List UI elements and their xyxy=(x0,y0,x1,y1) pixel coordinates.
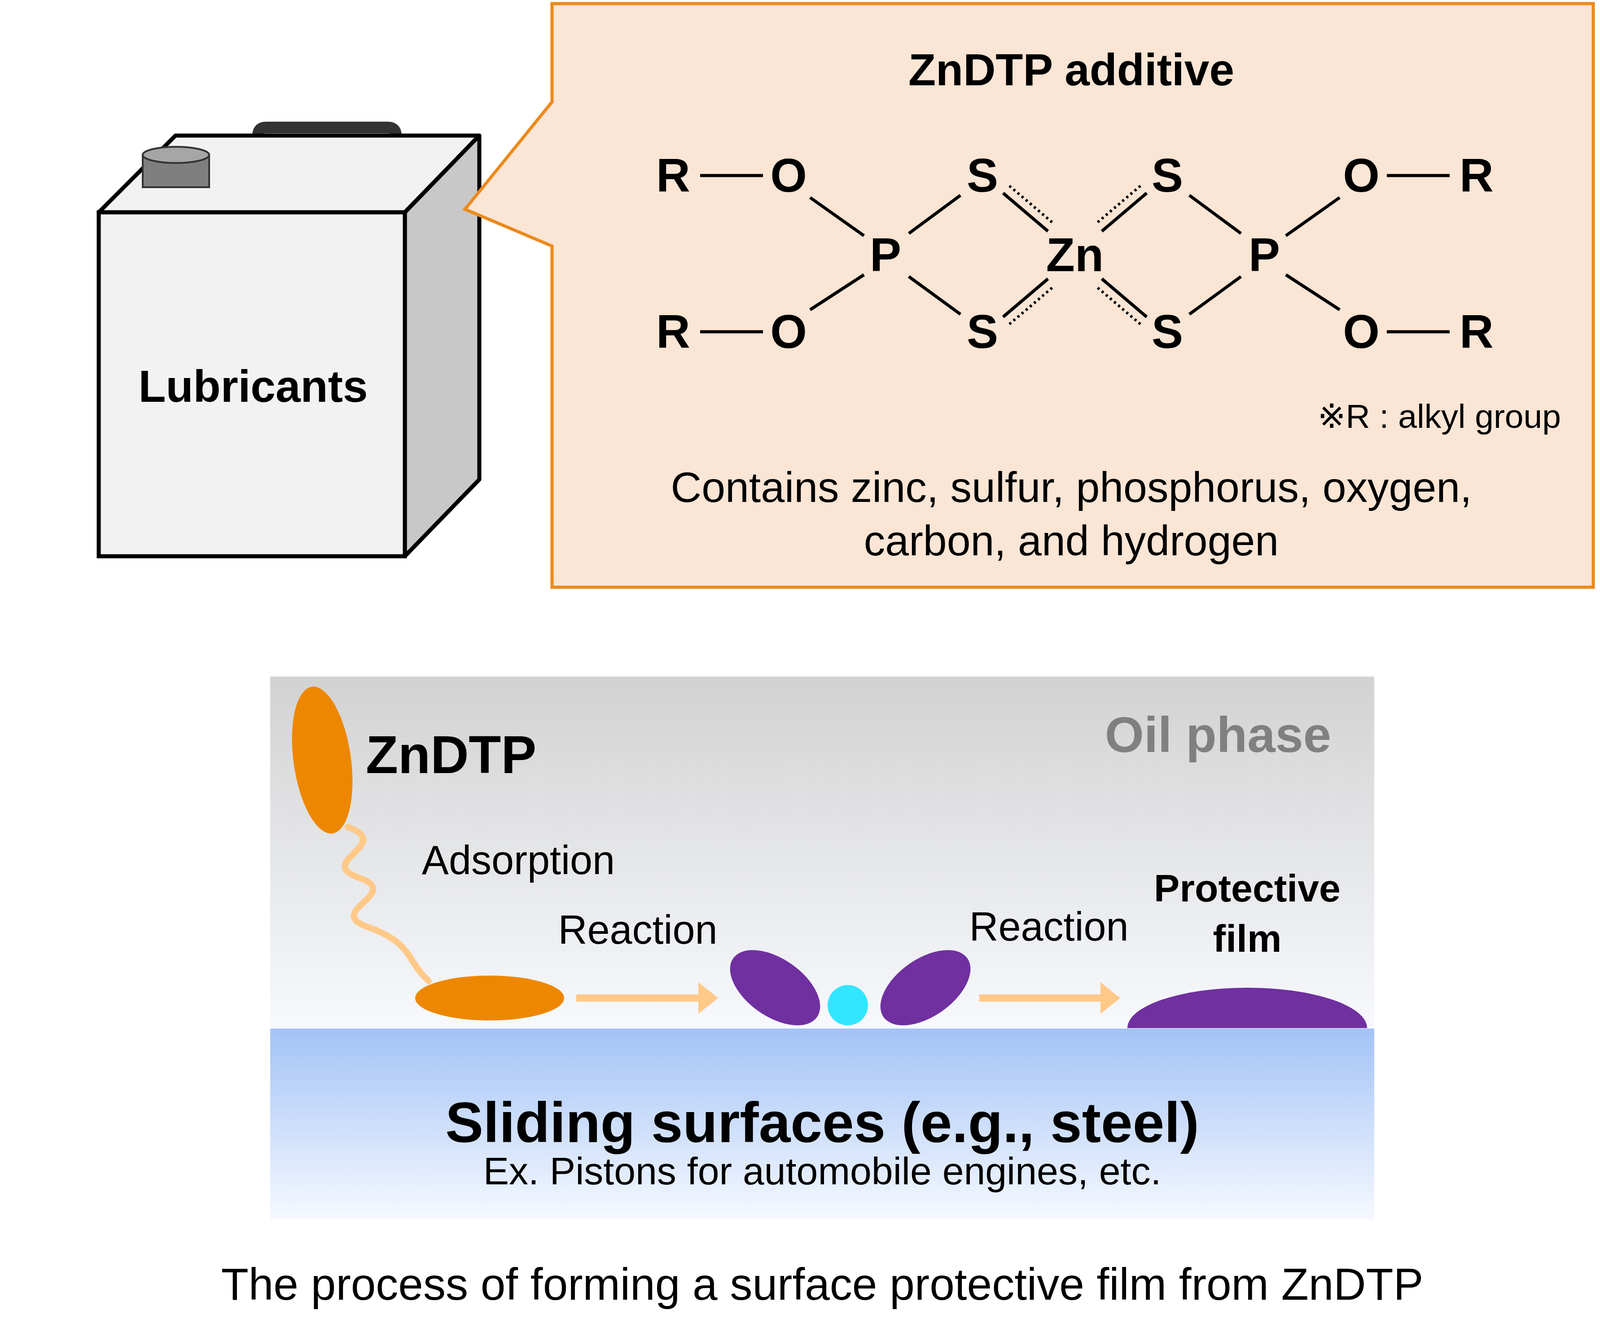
oil-phase-band xyxy=(270,676,1375,1029)
atom-symbol: S xyxy=(966,305,999,358)
can-side xyxy=(404,135,480,557)
chemical-bonds xyxy=(700,175,1450,332)
can-cap-top xyxy=(142,146,210,163)
bond-line xyxy=(1386,330,1450,334)
callout-box xyxy=(464,3,1594,588)
reaction-arrow xyxy=(576,981,719,1014)
bond-line xyxy=(1101,192,1147,232)
atom-symbol: R xyxy=(1459,149,1494,202)
zndtp-molecule: ZnDTP xyxy=(291,684,355,838)
fragment-atom xyxy=(827,984,868,1026)
bond-line xyxy=(1386,174,1450,178)
callout-box: ZnDTP additive ※R : alkyl groupContains z… xyxy=(550,2,1595,589)
bond-line xyxy=(1285,274,1340,310)
atom-symbol: R xyxy=(656,149,691,202)
atom-symbol: O xyxy=(1342,149,1380,202)
callout-body: Contains zinc, sulfur, phosphorus, oxyge… xyxy=(667,460,1476,568)
step-label: Reaction xyxy=(557,907,718,952)
bond-line xyxy=(1285,197,1340,236)
can-label: Lubricants xyxy=(138,359,368,413)
fragment xyxy=(716,934,834,1041)
bond-line xyxy=(700,330,763,334)
bond-line xyxy=(810,274,864,310)
atom-symbol: O xyxy=(770,149,807,202)
shape-part xyxy=(698,981,719,1014)
atom-symbol: Zn xyxy=(1046,228,1104,281)
adsorbed-molecule xyxy=(415,975,565,1021)
step-label: Adsorption xyxy=(421,837,615,883)
protective-film-shape xyxy=(1127,987,1368,1028)
film-label: Protective film xyxy=(1130,863,1364,964)
atom-symbol: S xyxy=(1151,305,1184,358)
bond-line xyxy=(810,197,864,236)
bond-line xyxy=(700,174,763,178)
surface-example: Ex. Pistons for automobile engines, etc. xyxy=(483,1147,1162,1194)
bond-line xyxy=(1189,195,1241,234)
steel-band xyxy=(270,1028,1375,1219)
shape-part xyxy=(979,994,1104,1002)
bond-line xyxy=(1101,278,1147,317)
step-label: Reaction xyxy=(968,904,1129,949)
atom-symbol: R xyxy=(1459,305,1494,358)
callout-title: ZnDTP additive xyxy=(908,42,1235,97)
atom-symbol: O xyxy=(1342,305,1380,358)
atom-symbol: R xyxy=(656,305,691,358)
fragment xyxy=(867,934,984,1041)
caption: The process of forming a surface protect… xyxy=(221,1258,1424,1309)
lubricant-can xyxy=(98,127,480,557)
atom-symbol: S xyxy=(966,149,999,202)
atom-symbol: P xyxy=(869,228,902,281)
bond-line xyxy=(1189,276,1241,315)
shape-part xyxy=(576,994,702,1002)
can-front xyxy=(98,212,405,557)
region-label: Oil phase xyxy=(1104,704,1332,765)
can-label-box: Lubricants xyxy=(98,212,405,557)
coordinate-bond xyxy=(1095,185,1141,224)
bond-line xyxy=(908,195,961,234)
reaction-arrow xyxy=(979,981,1121,1014)
atom-symbol: O xyxy=(770,305,807,358)
coordinate-bond xyxy=(1095,285,1141,325)
bond-line xyxy=(1003,192,1048,232)
bond-line xyxy=(1003,278,1048,317)
protective-film: Protective film xyxy=(1127,987,1368,1028)
atom-symbol: P xyxy=(1248,228,1280,281)
molecule-label: ZnDTP xyxy=(365,723,537,787)
surface-title: Sliding surfaces (e.g., steel) xyxy=(445,1087,1200,1157)
coordinate-bond xyxy=(1009,285,1055,325)
coordinate-bond xyxy=(1009,185,1055,224)
shape-part xyxy=(1100,981,1121,1014)
steel-band: Sliding surfaces (e.g., steel)Ex. Piston… xyxy=(270,1028,1375,1219)
bond-line xyxy=(908,276,961,315)
note: ※R : alkyl group xyxy=(1317,395,1561,437)
adsorption-wave xyxy=(345,826,429,981)
zndtp-molecule xyxy=(283,682,362,838)
atom-symbol: S xyxy=(1151,149,1184,202)
